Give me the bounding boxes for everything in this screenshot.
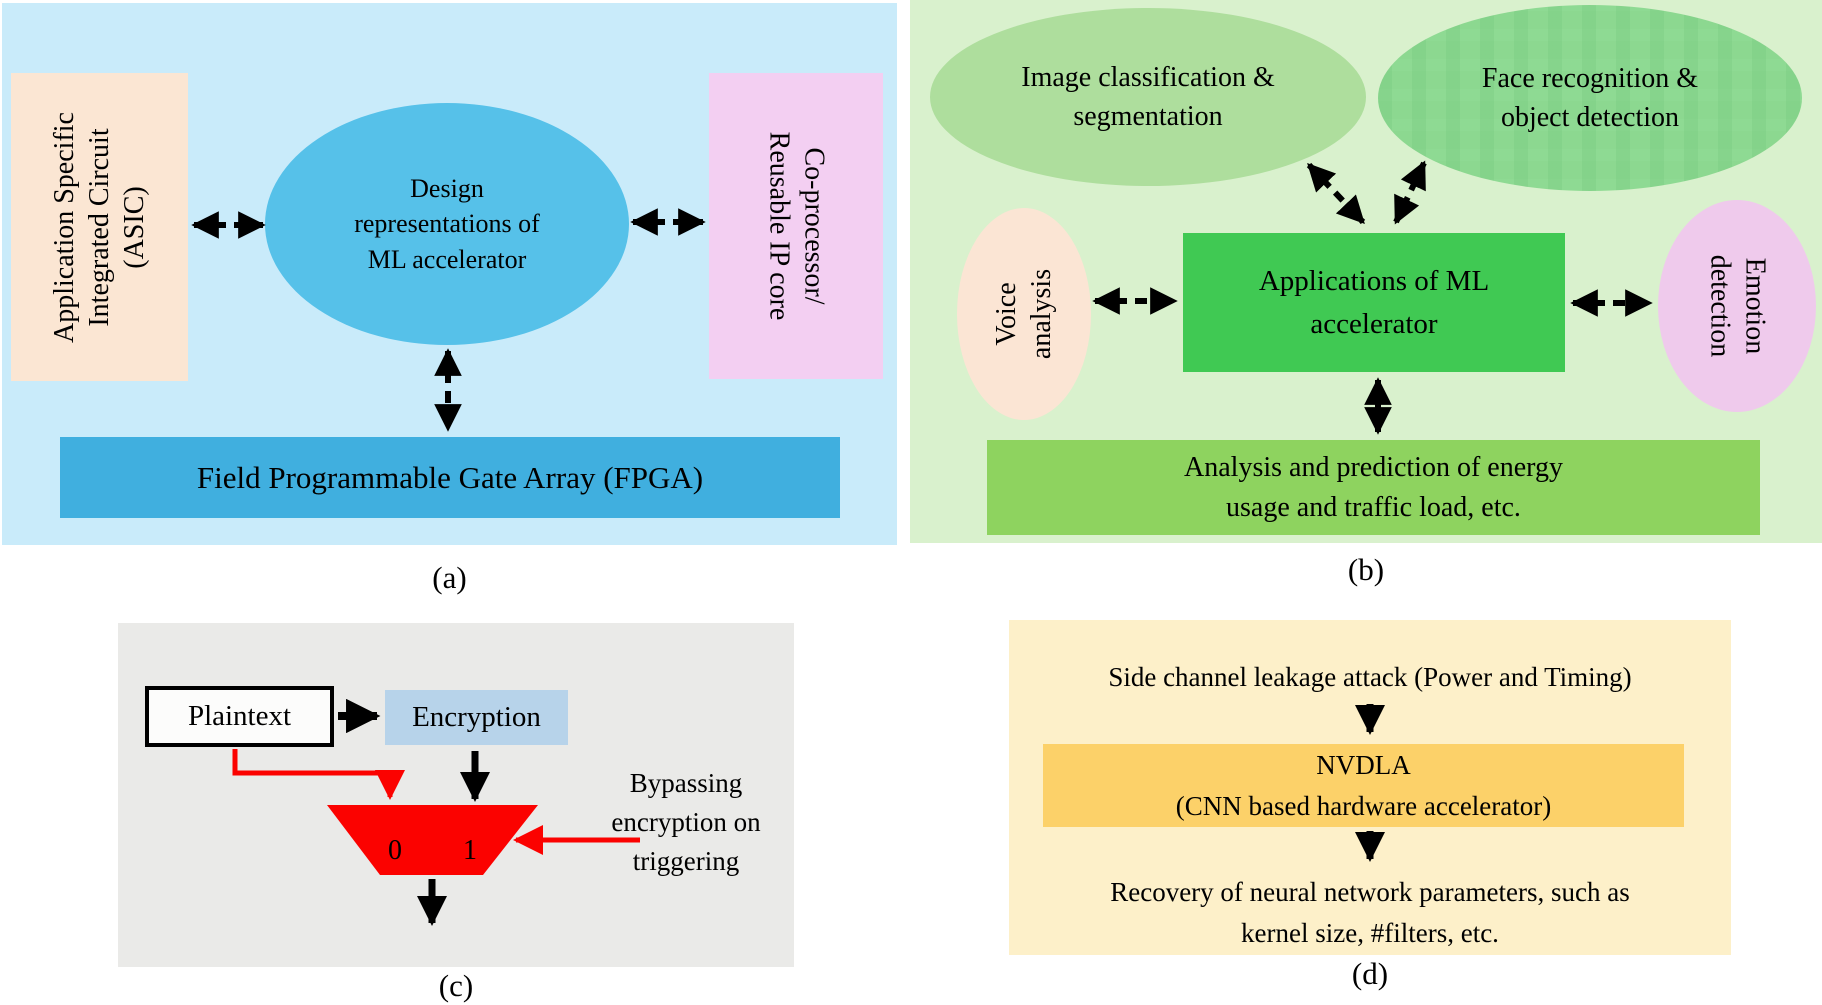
asic-box-label: Application Specific Integrated Circuit … bbox=[49, 111, 150, 343]
emotion-detection-label: Emotion detection bbox=[1704, 254, 1770, 358]
recovery-text: Recovery of neural network parameters, s… bbox=[1110, 877, 1630, 948]
plaintext-box: Plaintext bbox=[145, 686, 334, 747]
mux-input-0-label: 0 bbox=[388, 835, 402, 866]
subfigure-label-d: (d) bbox=[1351, 956, 1389, 991]
asic-box: Application Specific Integrated Circuit … bbox=[11, 73, 188, 381]
coprocessor-box: Co-processor/ Reusable IP core bbox=[709, 73, 883, 379]
image-classification-ellipse: Image classification & segmentation bbox=[930, 8, 1366, 186]
panel-c-hardware-trojan-mux: Plaintext Encryption Bypassing encryptio… bbox=[118, 623, 794, 967]
bypass-note: Bypassing encryption on triggering bbox=[611, 768, 761, 877]
voice-analysis-ellipse: Voice analysis bbox=[957, 208, 1091, 420]
mux-trapezoid bbox=[327, 805, 538, 875]
subfigure-label-c: (c) bbox=[438, 968, 474, 1003]
nvdla-box-label: NVDLA (CNN based hardware accelerator) bbox=[1175, 750, 1552, 821]
fpga-box-label: Field Programmable Gate Array (FPGA) bbox=[196, 459, 704, 495]
coprocessor-box-label: Co-processor/ Reusable IP core bbox=[763, 131, 830, 321]
subfigure-label-a: (a) bbox=[432, 560, 467, 595]
panel-b-applications: Image classification & segmentation Face… bbox=[910, 0, 1822, 543]
dashed-arrow-facerec-apps bbox=[1393, 160, 1427, 225]
design-ellipse-label: Design representations of ML accelerator bbox=[354, 174, 540, 274]
image-classification-label: Image classification & segmentation bbox=[1021, 61, 1275, 132]
face-recognition-label: Face recognition & object detection bbox=[1481, 62, 1699, 133]
encryption-label: Encryption bbox=[412, 701, 541, 733]
panel-a-design-representations: Application Specific Integrated Circuit … bbox=[2, 3, 897, 545]
applications-box: Applications of ML accelerator bbox=[1183, 233, 1565, 372]
subfigure-label-b: (b) bbox=[1347, 552, 1385, 587]
voice-analysis-label: Voice analysis bbox=[991, 268, 1057, 360]
applications-box-label: Applications of ML accelerator bbox=[1258, 265, 1490, 340]
fpga-box: Field Programmable Gate Array (FPGA) bbox=[60, 437, 840, 518]
face-recognition-ellipse: Face recognition & object detection bbox=[1378, 5, 1802, 191]
panel-d-side-channel-attack: Side channel leakage attack (Power and T… bbox=[1009, 620, 1731, 955]
mux-input-1-label: 1 bbox=[463, 835, 477, 866]
plaintext-label: Plaintext bbox=[187, 700, 292, 732]
analysis-prediction-label: Analysis and prediction of energy usage … bbox=[1184, 452, 1563, 523]
side-channel-attack-text: Side channel leakage attack (Power and T… bbox=[1108, 662, 1632, 692]
design-representations-ellipse: Design representations of ML accelerator bbox=[265, 103, 629, 345]
encryption-box: Encryption bbox=[385, 690, 568, 745]
nvdla-box: NVDLA (CNN based hardware accelerator) bbox=[1043, 744, 1684, 827]
red-bypass-path-plaintext-mux bbox=[232, 749, 405, 800]
emotion-detection-ellipse: Emotion detection bbox=[1658, 200, 1816, 412]
dashed-arrow-imagecls-apps bbox=[1306, 162, 1366, 225]
analysis-prediction-box: Analysis and prediction of energy usage … bbox=[987, 440, 1760, 535]
